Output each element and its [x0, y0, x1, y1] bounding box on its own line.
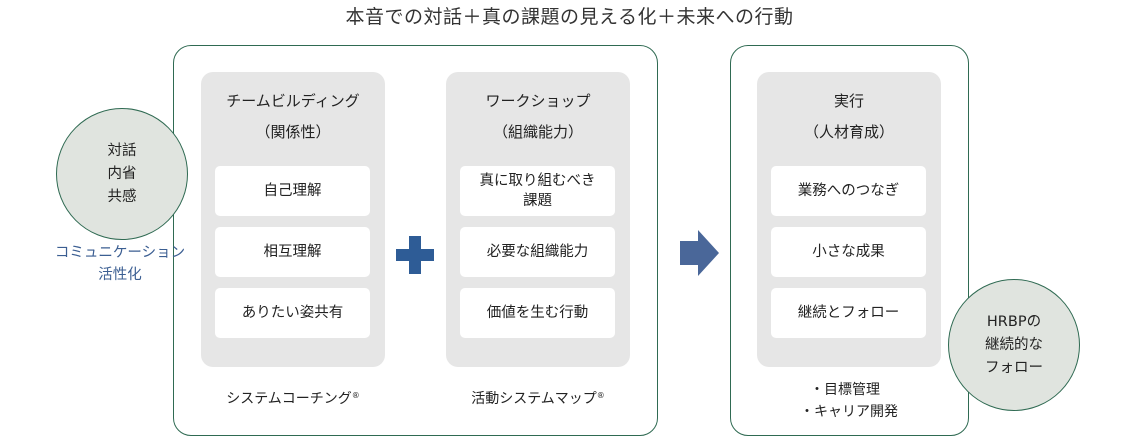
- card-continuation-follow: 継続とフォロー: [771, 288, 926, 338]
- diagram-title: 本音での対話＋真の課題の見える化＋未来への行動: [345, 6, 794, 28]
- card-true-issue: 真に取り組むべき 課題: [460, 166, 615, 216]
- card-value-action: 価値を生む行動: [460, 288, 615, 338]
- bullet-goal-management: ・目標管理: [810, 382, 880, 398]
- card-shared-vision: ありたい姿共有: [215, 288, 370, 338]
- card-mutual-understanding: 相互理解: [215, 227, 370, 277]
- communication-activation-label: コミュニケーション 活性化: [54, 245, 186, 283]
- circle-text: 対話 内省 共感: [107, 142, 137, 205]
- plus-icon: [394, 234, 436, 276]
- heading-line-2: （人材育成）: [803, 123, 894, 141]
- heading-line-2: （関係性）: [255, 123, 331, 141]
- footer-label: システムコーチング: [226, 391, 352, 407]
- circle-text: HRBPの 継続的な フォロー: [985, 313, 1043, 376]
- arrow-right-icon: [680, 228, 720, 278]
- column-execution-heading: 実行 （人材育成）: [757, 86, 941, 148]
- bullet-career-development: ・キャリア開発: [800, 404, 898, 420]
- circle-dialogue-reflection-empathy: 対話 内省 共感: [56, 108, 188, 240]
- registered-mark: ®: [596, 391, 605, 400]
- card-self-understanding: 自己理解: [215, 166, 370, 216]
- circle-hrbp-follow: HRBPの 継続的な フォロー: [948, 279, 1080, 411]
- heading-line-2: （組織能力）: [492, 123, 583, 141]
- heading-line-1: チームビルディング: [226, 92, 360, 110]
- card-connect-to-work: 業務へのつなぎ: [771, 166, 926, 216]
- card-small-wins: 小さな成果: [771, 227, 926, 277]
- column-team-building-heading: チームビルディング （関係性）: [201, 86, 385, 148]
- card-required-capability: 必要な組織能力: [460, 227, 615, 277]
- footer-activity-system-map: 活動システムマップ®: [446, 388, 630, 408]
- heading-line-1: ワークショップ: [485, 92, 591, 110]
- execution-bullets: ・目標管理 ・キャリア開発: [800, 379, 910, 423]
- registered-mark: ®: [351, 391, 360, 400]
- column-workshop-heading: ワークショップ （組織能力）: [446, 86, 630, 148]
- footer-label: 活動システムマップ: [471, 391, 597, 407]
- heading-line-1: 実行: [833, 92, 864, 110]
- footer-system-coaching: システムコーチング®: [201, 388, 385, 408]
